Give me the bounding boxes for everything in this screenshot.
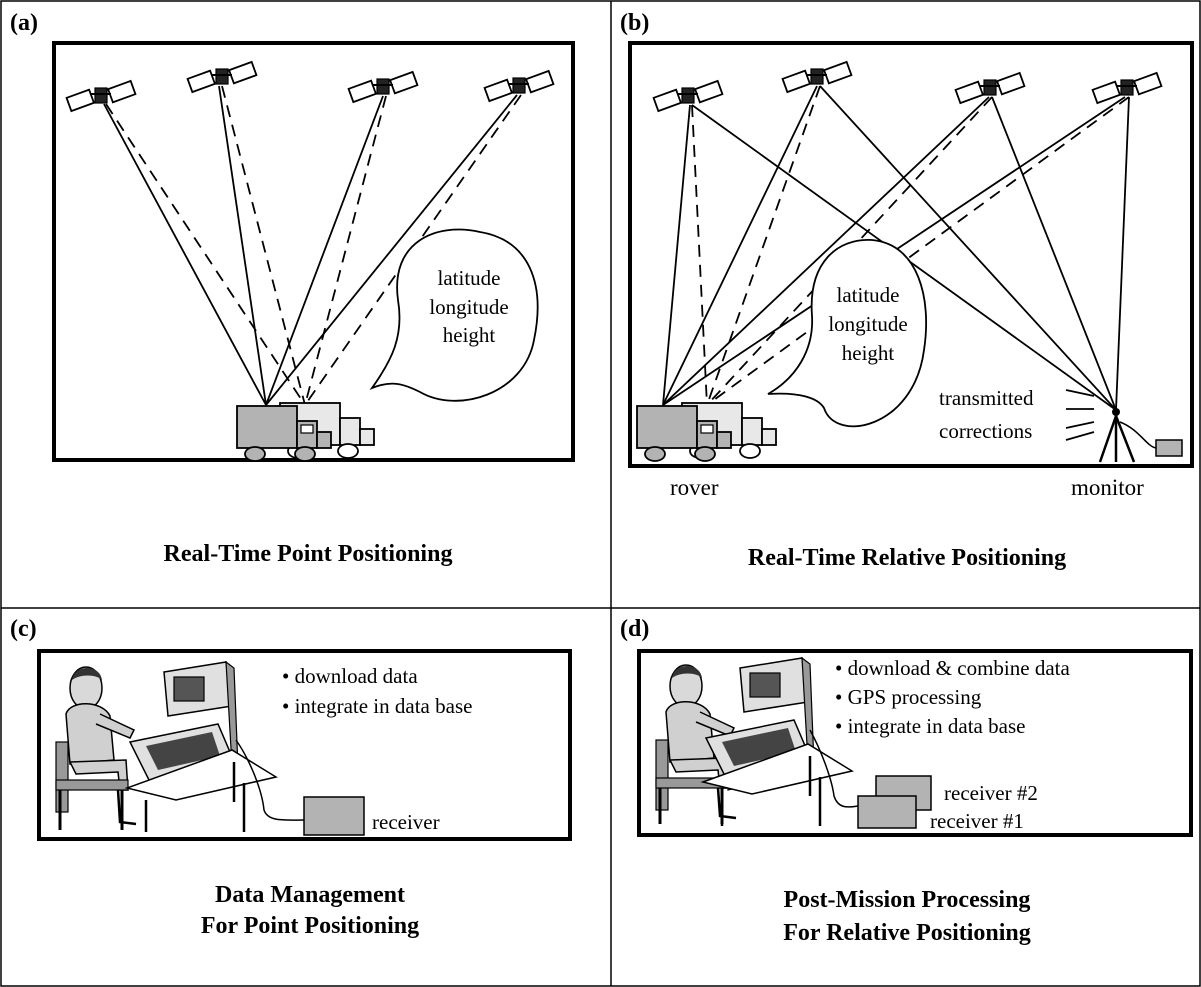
panel-c-caption-1: Data Management — [215, 882, 405, 908]
receiver-2-label: receiver #2 — [944, 781, 1038, 805]
desk-icon — [124, 749, 278, 832]
operator-figure-icon — [55, 666, 137, 830]
panel-c-bullet-1: • download data — [282, 664, 418, 688]
bubble-b-line2: longitude — [828, 312, 907, 336]
panel-b-frame — [628, 41, 1194, 468]
panel-a-letter: (a) — [10, 10, 38, 36]
panel-d-bullet-3: • integrate in data base — [835, 714, 1025, 738]
monitor-label: monitor — [1071, 475, 1144, 500]
panel-a-caption: Real-Time Point Positioning — [164, 541, 453, 567]
panel-c-caption-2: For Point Positioning — [201, 913, 419, 939]
speech-bubble-a: latitude longitude height — [369, 228, 539, 402]
satellites-b — [652, 60, 1163, 113]
panel-d: (d) re — [620, 616, 1193, 946]
vehicles-a — [236, 402, 375, 462]
panel-d-caption-1: Post-Mission Processing — [784, 887, 1031, 913]
receiver-label: receiver — [372, 810, 440, 834]
satellite-icon — [652, 79, 724, 113]
corrections-line1: transmitted — [939, 386, 1034, 410]
panel-c-bullet-2: • integrate in data base — [282, 694, 472, 718]
corrections-line2: corrections — [939, 419, 1032, 443]
panel-d-frame — [637, 649, 1193, 837]
panel-a: (a) latitude longitude height — [10, 10, 575, 567]
receiver-cable — [235, 739, 305, 821]
vehicles-b — [636, 402, 777, 462]
panel-d-bullet-1: • download & combine data — [835, 656, 1070, 680]
panel-b: (b) — [620, 10, 1194, 571]
satellite-icon — [65, 79, 137, 113]
panel-c-frame — [37, 649, 572, 841]
speech-bubble-b: latitude longitude height — [767, 239, 927, 428]
panel-c-letter: (c) — [10, 616, 37, 642]
panel-a-frame — [52, 41, 575, 462]
panel-d-caption-2: For Relative Positioning — [783, 920, 1031, 946]
operator-figure-icon-d — [655, 664, 737, 824]
rover-label: rover — [670, 475, 719, 500]
monitor-station-icon — [1098, 408, 1183, 463]
panel-b-letter: (b) — [620, 10, 649, 36]
receiver-1-label: receiver #1 — [930, 809, 1024, 833]
desk-icon-d — [700, 743, 854, 826]
corrections-label: transmitted corrections — [939, 386, 1095, 443]
panel-d-bullet-2: • GPS processing — [835, 685, 982, 709]
bubble-b-line3: height — [842, 341, 895, 365]
bubble-a-line3: height — [443, 323, 496, 347]
panel-b-caption: Real-Time Relative Positioning — [748, 545, 1066, 571]
bubble-a-line1: latitude — [438, 266, 501, 290]
bubble-a-line2: longitude — [429, 295, 508, 319]
satellites-a — [65, 60, 555, 113]
panel-c: (c) receive — [10, 616, 572, 939]
receiver-1-icon — [857, 795, 917, 829]
panel-d-letter: (d) — [620, 616, 649, 642]
bubble-b-line1: latitude — [837, 283, 900, 307]
signal-rays-b — [662, 85, 1130, 411]
receiver-icon — [303, 796, 365, 836]
receiver-cable-d — [809, 729, 859, 808]
